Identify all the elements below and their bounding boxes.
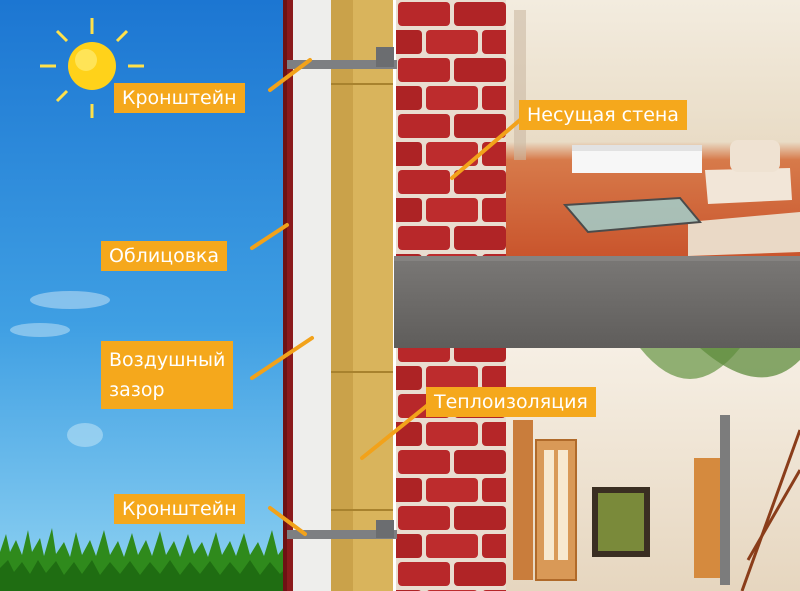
callout-air-gap-line2: зазор <box>109 379 165 401</box>
callout-bracket-top-text: Кронштейн <box>122 87 237 109</box>
callout-bracket-bottom: Кронштейн <box>114 494 245 524</box>
callout-cladding-text: Облицовка <box>109 245 220 267</box>
callout-insulation-text: Теплоизоляция <box>434 391 588 413</box>
bracket-top <box>287 47 397 69</box>
callout-bracket-top: Кронштейн <box>114 83 245 113</box>
brick-wall <box>396 0 508 591</box>
interior-room-lower <box>506 348 800 591</box>
callout-cladding: Облицовка <box>101 241 228 271</box>
leader-lines <box>250 58 522 536</box>
callout-load-bearing-wall-text: Несущая стена <box>527 104 679 126</box>
bracket-bottom <box>287 520 397 539</box>
grass <box>0 528 290 591</box>
callout-air-gap: Воздушный зазор <box>101 341 234 409</box>
cladding-panel <box>283 0 293 591</box>
insulation-layer <box>331 0 393 591</box>
callout-air-gap-line1: Воздушный <box>109 349 226 371</box>
air-gap <box>293 0 331 591</box>
callout-insulation: Теплоизоляция <box>426 387 596 417</box>
callout-bracket-bottom-text: Кронштейн <box>122 498 237 520</box>
floor-slab <box>394 256 800 348</box>
callout-load-bearing-wall: Несущая стена <box>519 100 687 130</box>
